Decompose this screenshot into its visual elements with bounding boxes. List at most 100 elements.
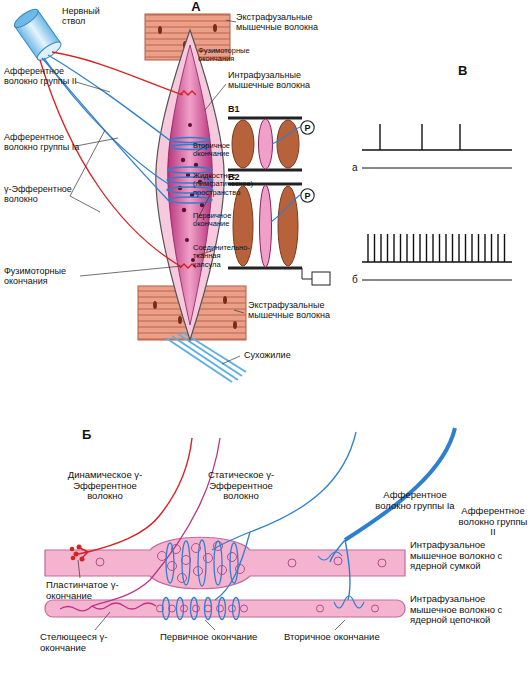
afferent-ia-fiber [219, 598, 226, 620]
leader-line [70, 20, 244, 364]
annotation-label: Динамическое γ-Эфферентное волокно [62, 470, 148, 502]
gauge-circle: Р [300, 120, 315, 135]
annotation-label: Интрафузальное мышечное волокно с ядерно… [410, 594, 522, 626]
spike-trace [362, 124, 512, 280]
annotation-label: Жидкостное (лимфатическое) пространство [193, 172, 229, 197]
extrafusal-muscle [158, 26, 162, 34]
annotation-label: Вторичное окончание [193, 142, 229, 159]
gauge-letter: Р [300, 120, 315, 135]
spindle-model [312, 272, 330, 285]
annotation-label: γ-Эфферентное волокно [4, 184, 74, 204]
intrafusal-fiber [157, 605, 379, 612]
spike-trace [459, 124, 460, 150]
afferent-ia-fiber [233, 598, 240, 620]
spindle-model [278, 186, 298, 266]
tendon [172, 336, 238, 380]
spindle-model [228, 118, 330, 285]
nerve-trunk [35, 39, 64, 63]
gauge-outline [301, 121, 314, 134]
intrafusal-fiber [158, 552, 167, 561]
gamma-dynamic-fiber [71, 556, 76, 561]
annotation-label: Пластинчатое γ-окончание [46, 580, 126, 601]
annotation-label: Экстрафузальные мышечные волокна [248, 300, 340, 320]
muscle-spindle [182, 208, 186, 212]
afferent-ii-fiber [345, 428, 455, 540]
gauge-circle: Р [300, 188, 315, 203]
spindle-model [260, 185, 272, 267]
annotation-label: Афферентное волокно группы Ia [374, 490, 456, 511]
afferent-ii-fiber [330, 540, 345, 562]
intrafusal-fiber [96, 558, 104, 566]
gamma-dynamic-fiber [80, 557, 85, 562]
annotation-label: Фузимоторные окончания [4, 266, 84, 286]
afferent-ii-fiber [345, 540, 350, 600]
annotation-label: б [352, 274, 362, 285]
leader-line [76, 82, 110, 92]
spike-trace [368, 234, 505, 262]
tendon [166, 333, 246, 382]
panel-letter: В2 [228, 172, 248, 182]
intrafusal-fiber [228, 553, 237, 562]
intrafusal-fiber [205, 605, 212, 612]
leader-line [234, 310, 244, 313]
afferent-ia-fiber [163, 432, 357, 620]
intrafusal-fiber [204, 554, 213, 563]
spindle-model [302, 268, 312, 279]
intrafusal-fiber [182, 556, 191, 565]
gamma-dynamic-fiber [70, 545, 85, 562]
extrafusal-muscle [233, 321, 237, 329]
afferent-ii-fiber [318, 428, 455, 608]
extrafusal-muscle [153, 301, 157, 309]
intrafusal-fiber [168, 562, 177, 571]
leader-line [205, 620, 215, 630]
nerve-fibers [52, 52, 183, 95]
extrafusal-muscle [223, 296, 227, 304]
annotation-label: Афферентное волокно группы II [458, 506, 528, 538]
spike-trace [362, 261, 512, 262]
annotation-label: Интрафузальные мышечные волокна [228, 70, 314, 90]
annotation-label: Интрафузальное мышечное волокно с ядерно… [410, 540, 522, 572]
gamma-dynamic-fiber [77, 545, 82, 550]
spindle-model [277, 120, 299, 168]
nerve-trunk [12, 6, 64, 63]
gamma-dynamic-fiber [78, 548, 88, 558]
panel-letter: А [186, 0, 206, 15]
spike-trace [421, 124, 422, 150]
spindle-model [233, 186, 253, 266]
panel-letter: В1 [228, 104, 248, 114]
leader-line [78, 560, 80, 578]
spike-trace [362, 168, 512, 169]
leader-line [226, 20, 236, 22]
afferent-ia-fiber [182, 541, 190, 585]
extrafusal-muscle [178, 316, 182, 324]
leader-line [70, 196, 100, 212]
panel-letter: В [458, 64, 478, 79]
spike-trace [379, 124, 380, 150]
intrafusal-fiber [378, 559, 386, 567]
leader-line [335, 620, 345, 630]
leader-line [78, 560, 345, 630]
annotation-label: а [352, 162, 362, 173]
intrafusal-fiber [193, 605, 200, 612]
annotation-label: Статическое γ-Эфферентное волокно [196, 470, 286, 502]
afferent-ia-fiber [215, 532, 250, 600]
afferent-ii-fiber [334, 596, 364, 608]
afferent-ia-fiber [163, 598, 170, 620]
intrafusal-fiber [317, 605, 324, 612]
muscle-spindle [181, 158, 185, 162]
muscle-spindle [188, 123, 192, 127]
annotation-label: Фузимоторные окончания [198, 47, 254, 64]
annotation-label: Вторичное окончание [284, 632, 394, 643]
leader-line [95, 612, 110, 630]
intrafusal-fiber [372, 605, 379, 612]
annotation-label: Соединительно-тканная капсула [193, 244, 229, 269]
leader-line [80, 266, 182, 276]
leader-line [70, 130, 105, 196]
annotation-label: Первичное окончание [193, 212, 229, 229]
nerve-trunk [12, 6, 41, 30]
gamma-dynamic-fiber [74, 552, 79, 557]
afferent-ia-fiber [177, 598, 184, 620]
intrafusal-fiber [334, 557, 342, 565]
intrafusal-fiber [217, 605, 224, 612]
